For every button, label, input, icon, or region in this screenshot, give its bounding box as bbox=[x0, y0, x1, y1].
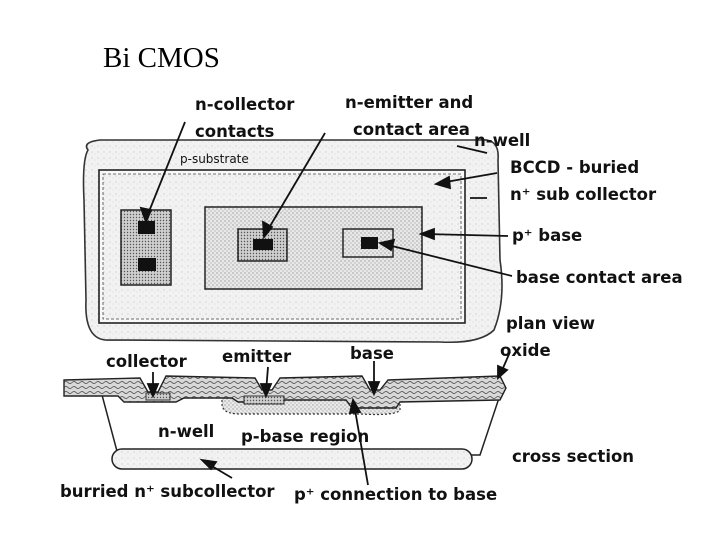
base-contact bbox=[361, 237, 378, 249]
buried-subcollector bbox=[111, 448, 473, 470]
emitter-contact bbox=[253, 239, 273, 250]
label-n-collector: n-collector bbox=[195, 95, 295, 114]
label-p-base: p⁺ base bbox=[512, 226, 582, 245]
label-n-emitter: n-emitter and bbox=[345, 93, 473, 112]
label-p-substrate: p-substrate bbox=[180, 152, 249, 166]
label-p-connection: p⁺ connection to base bbox=[294, 485, 497, 504]
collector-contact-1 bbox=[138, 221, 155, 234]
label-bccd: BCCD - buried bbox=[510, 158, 639, 177]
label-oxide: oxide bbox=[500, 341, 551, 360]
slide-title: Bi CMOS bbox=[103, 42, 220, 74]
label-emitter: emitter bbox=[222, 347, 292, 366]
oxide-layer bbox=[63, 375, 507, 409]
label-base-contact-area: base contact area bbox=[516, 268, 683, 287]
label-plan-view: plan view bbox=[506, 314, 595, 333]
leader-lines bbox=[139, 121, 513, 486]
label-n-well-top: n-well bbox=[474, 131, 530, 150]
label-p-base-region: p-base region bbox=[241, 427, 369, 446]
label-base: base bbox=[350, 344, 394, 363]
collector-contact-2 bbox=[138, 258, 156, 271]
label-contacts: contacts bbox=[195, 122, 275, 141]
label-n-well-bottom: n-well bbox=[158, 422, 214, 441]
label-collector: collector bbox=[106, 352, 188, 371]
label-buried-subcollector: burried n⁺ subcollector bbox=[60, 482, 275, 501]
label-sub-collector: n⁺ sub collector bbox=[510, 185, 657, 204]
label-cross-section: cross section bbox=[512, 447, 634, 466]
label-contact-area: contact area bbox=[353, 120, 470, 139]
